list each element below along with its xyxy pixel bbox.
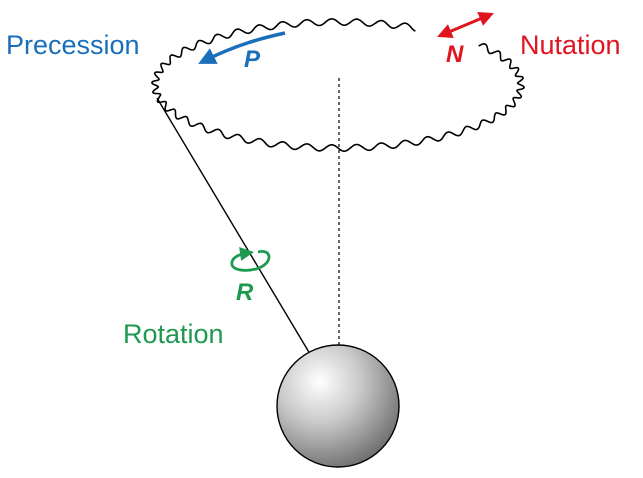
tilted-spin-axis <box>156 97 317 365</box>
precession-symbol: P <box>244 46 261 73</box>
double-headed-arrow-icon <box>437 11 494 39</box>
nutation-symbol: N <box>446 41 464 68</box>
spinning-sphere <box>276 344 400 468</box>
wavy-precession-path <box>151 17 525 153</box>
curved-arrow-left-icon <box>198 31 286 64</box>
precession-label: Precession <box>6 30 140 60</box>
rotation-label: Rotation <box>123 319 224 349</box>
rotation-symbol: R <box>236 279 254 306</box>
circular-arrow-icon <box>230 247 271 272</box>
nutation-label: Nutation <box>520 30 621 60</box>
